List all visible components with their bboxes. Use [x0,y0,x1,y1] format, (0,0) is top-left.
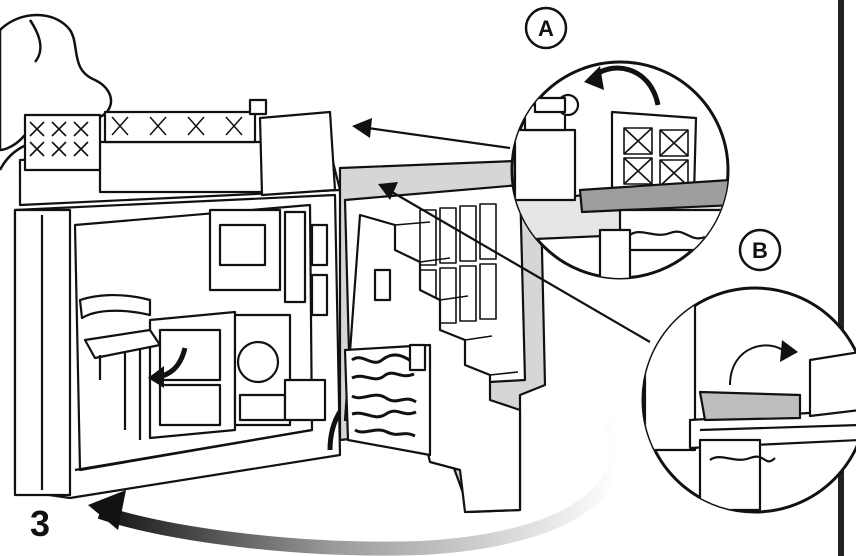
callout-b-label: B [752,238,768,263]
pointer-arrow-b-head [378,182,398,200]
pointer-arrow-a-head [352,118,372,138]
stair-panel [338,158,547,514]
step-number: 3 [30,503,51,544]
callout-b [641,286,856,514]
callout-a-label: A [538,16,554,41]
dollhouse [13,98,342,500]
pointer-arrows [367,126,651,343]
callout-a-badge: A [524,6,568,50]
callout-a [510,60,730,280]
callout-b-badge: B [738,228,782,272]
rotate-arrow [88,416,625,556]
arrow-head-left [148,366,164,388]
page-divider [838,0,844,556]
